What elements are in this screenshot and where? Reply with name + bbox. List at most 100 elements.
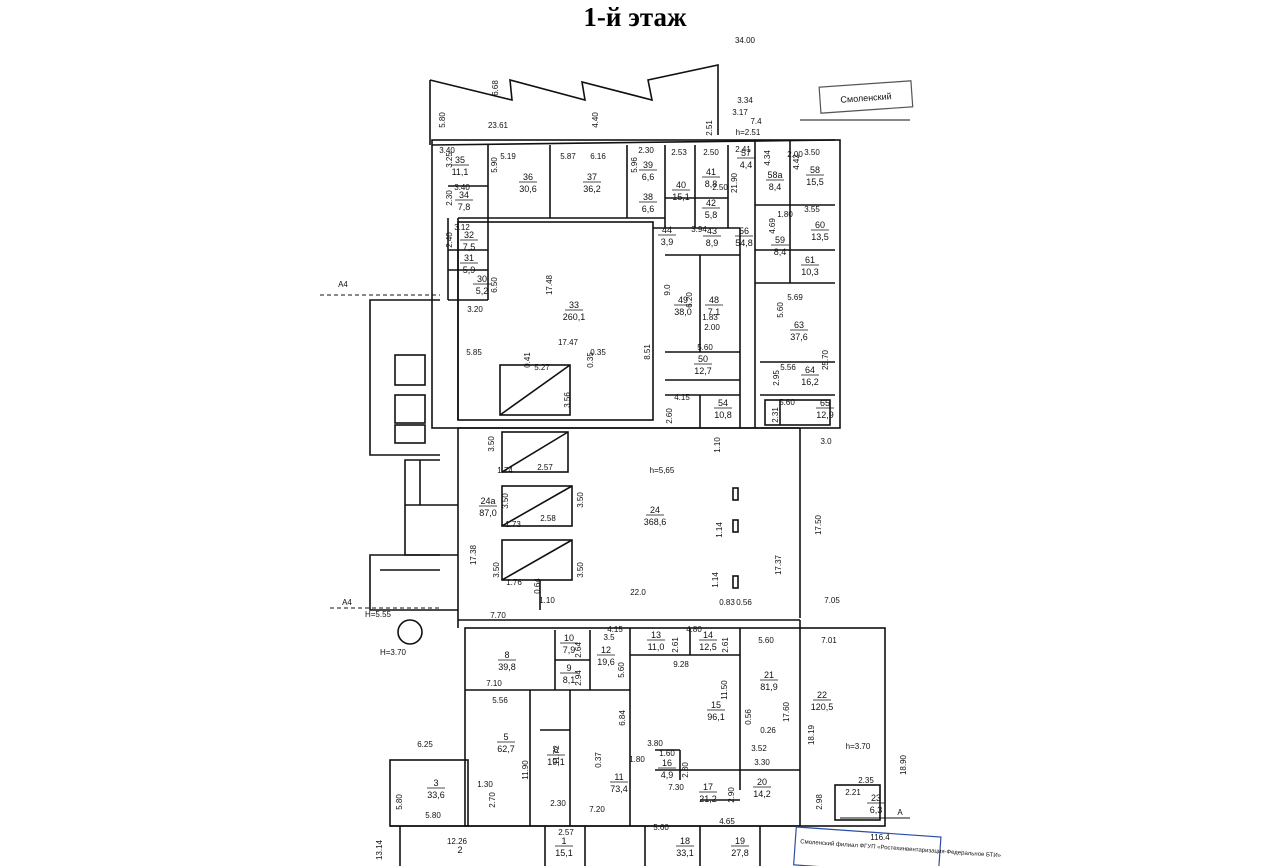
dimension-label: 5.90 (490, 157, 499, 173)
dimension-label: 17.48 (545, 274, 554, 295)
room-area: 6,6 (642, 204, 655, 214)
room-30: 305,2 (473, 274, 491, 296)
dimension-label: 0.56 (736, 598, 752, 607)
room-area: 10,3 (801, 267, 819, 277)
room-number: 23 (871, 793, 881, 803)
dimension-label: 2.61 (721, 637, 730, 653)
room-area: 21,2 (699, 794, 717, 804)
dimension-label: 0.83 (719, 598, 735, 607)
room-number: 38 (643, 192, 653, 202)
room-area: 6,3 (870, 805, 883, 815)
room-number: 57 (741, 148, 751, 158)
room-area: 73,4 (610, 784, 628, 794)
dimension-label: 3.94 (691, 225, 707, 234)
dimension-label: 5.80 (425, 811, 441, 820)
dimension-label: 1.80 (777, 210, 793, 219)
corner-stamp-text: Смоленский (840, 91, 892, 105)
dimension-label: 3.40 (454, 183, 470, 192)
dimension-label: 3.50 (501, 493, 510, 509)
room-area: 8,8 (705, 179, 718, 189)
room-number: 56 (739, 226, 749, 236)
room-area: 11,1 (452, 167, 469, 177)
room-number: 65 (820, 398, 830, 408)
room-area: 7,5 (463, 242, 476, 252)
room-number: 42 (706, 198, 716, 208)
room-number: 22 (817, 690, 827, 700)
dimension-label: 3.34 (737, 96, 753, 105)
dimension-label: 6.16 (590, 152, 606, 161)
room-number: 59 (775, 235, 785, 245)
dimension-label: 7.01 (821, 636, 837, 645)
room-area: 4,9 (661, 770, 674, 780)
dimension-label: 5.80 (438, 112, 447, 128)
dimension-label: A4 (342, 598, 352, 607)
dimension-label: 2.50 (712, 183, 728, 192)
room-number: 14 (703, 630, 713, 640)
dimension-label: 5.60 (779, 398, 795, 407)
room-area: 16,2 (801, 377, 819, 387)
room-38: 386,6 (639, 192, 657, 214)
dimension-label: 13.14 (375, 839, 384, 860)
dimension-label: 3.17 (732, 108, 748, 117)
room-area: 10,8 (714, 410, 732, 420)
column-marker (397, 619, 423, 645)
room-area: 6,6 (642, 172, 655, 182)
plan-title: 1-й этаж (583, 2, 687, 32)
room-61: 61 10,3 (801, 255, 819, 277)
dimension-label: 3.0 (820, 437, 832, 446)
dimension-label: 2.35 (858, 776, 874, 785)
room-number: 54 (718, 398, 728, 408)
room-area: 62,7 (497, 744, 515, 754)
room-number: 35 (455, 155, 465, 165)
dimension-label: H=3.70 (380, 648, 407, 657)
dimension-label: 5.87 (560, 152, 576, 161)
dimension-label: 21.90 (730, 172, 739, 193)
dimension-label: 11.90 (521, 760, 530, 780)
room-area: 8,9 (706, 238, 719, 248)
dimension-label: A (897, 808, 903, 817)
room-42: 425,8 (702, 198, 720, 220)
dimension-label: 17.50 (814, 514, 823, 535)
room-number: 30 (477, 274, 487, 284)
room-number: 61 (805, 255, 815, 265)
room-area: 27,8 (731, 848, 749, 858)
dimension-label: 11.72 (552, 745, 561, 765)
dimension-label: 11.50 (720, 680, 729, 700)
room-number: 41 (706, 167, 716, 177)
dimension-label: 1.10 (539, 596, 555, 605)
dimension-label: h=3.70 (846, 742, 871, 751)
dimension-label: 2.80 (681, 762, 690, 778)
dimension-label: 1.30 (477, 780, 493, 789)
dimension-label: 25.70 (821, 349, 830, 370)
room-19: 19 27,8 (731, 836, 749, 858)
room-area: 8,4 (769, 182, 782, 192)
room-35: 35 11,1 (451, 155, 469, 177)
room-number: 3 (433, 778, 438, 788)
dimension-label: 1.76 (506, 578, 522, 587)
dimension-label: 1.74 (497, 466, 513, 475)
dimension-label: 18.90 (899, 754, 908, 775)
room-area: 81,9 (760, 682, 778, 692)
dimension-label: 3.30 (754, 758, 770, 767)
room-3: 333,6 (427, 778, 445, 800)
dimension-label: 4.40 (591, 112, 600, 128)
room-area: 30,6 (519, 184, 537, 194)
dimension-label: 2.30 (445, 190, 454, 206)
dimension-label: 0.41 (523, 352, 532, 368)
dimension-label: 2.70 (488, 792, 497, 808)
room-area: 15,5 (806, 177, 824, 187)
room-41: 418,8 (702, 167, 720, 189)
room-number: 19 (735, 836, 745, 846)
dimension-label: 2.50 (703, 148, 719, 157)
room-number: 21 (764, 670, 774, 680)
dimension-label: 3.50 (487, 436, 496, 452)
